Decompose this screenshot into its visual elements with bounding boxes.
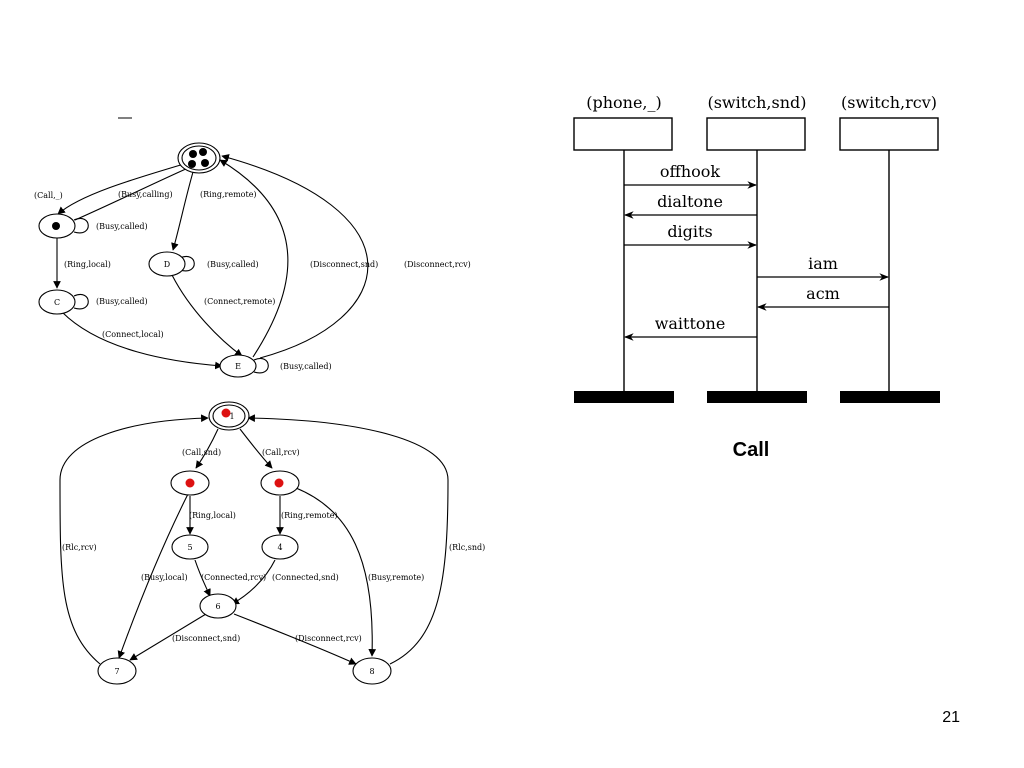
edge-disconnect-rcv	[233, 613, 357, 665]
instance-head-switch-rcv	[839, 117, 939, 151]
node-label-6: 6	[215, 602, 220, 611]
top-node-e	[219, 354, 257, 378]
edge-label: (Connect,remote)	[204, 297, 275, 306]
message-label-dialtone: dialtone	[657, 192, 723, 211]
instance-label-switch-snd: (switch,snd)	[707, 93, 806, 112]
edge-call-rcv	[239, 428, 273, 469]
edge-label: (Ring,local)	[189, 511, 236, 520]
message-label-digits: digits	[667, 222, 712, 241]
edge-label: (Busy,remote)	[368, 573, 424, 582]
node-label-e: E	[235, 362, 241, 371]
instance-head-switch-snd	[706, 117, 806, 151]
edge-label: (Rlc,snd)	[449, 543, 485, 552]
token	[201, 159, 209, 167]
edge-label: (Busy,calling)	[118, 190, 173, 199]
message-sequence-chart: (phone,_) (switch,snd) (switch,rcv) offh…	[573, 93, 940, 403]
node-label-1: 1	[229, 412, 234, 421]
message-label-waittone: waittone	[655, 314, 726, 333]
edge-label: (Busy,called)	[280, 362, 332, 371]
edge-busy-remote	[295, 487, 377, 657]
top-initial-node	[181, 145, 217, 171]
instance-end-switch-rcv	[840, 391, 940, 403]
red-token	[185, 478, 195, 488]
edge-busy-local	[117, 493, 189, 659]
edge-label: (Connect,local)	[102, 330, 164, 339]
red-token	[274, 478, 284, 488]
bottom-node-4	[261, 534, 299, 560]
node-label-5: 5	[187, 543, 192, 552]
message-label-iam: iam	[808, 254, 838, 273]
edge-label: (Connected,snd)	[272, 573, 339, 582]
edge-label: (Ring,local)	[64, 260, 111, 269]
edge-busy-calling	[74, 167, 189, 221]
instance-label-switch-rcv: (switch,rcv)	[841, 93, 937, 112]
diagram-caption: Call	[733, 439, 770, 461]
edge-call-snd	[195, 428, 219, 469]
loop-busy-called-1	[73, 217, 89, 234]
edge-disconnect-snd	[219, 159, 289, 358]
edge-ring-remote	[171, 171, 194, 251]
instance-end-switch-snd	[707, 391, 807, 403]
bottom-node-7	[97, 657, 137, 685]
edge-label: (Ring,remote)	[281, 511, 338, 520]
message-label-acm: acm	[806, 284, 840, 303]
token	[199, 148, 207, 156]
top-node-c	[38, 289, 76, 315]
edge-connect-local	[61, 311, 223, 370]
edge-label: (Call,rcv)	[262, 448, 300, 457]
instance-head-phone	[573, 117, 673, 151]
edge-call	[57, 163, 185, 215]
instance-end-phone	[574, 391, 674, 403]
token	[52, 222, 60, 230]
edge-label: (Busy,called)	[207, 260, 259, 269]
node-label-8: 8	[369, 667, 374, 676]
edge-rlc-rcv	[59, 414, 209, 665]
node-label-c: C	[54, 298, 60, 307]
top-node-d	[148, 251, 186, 277]
bottom-node-6	[199, 593, 237, 619]
edge-connected-rcv	[194, 559, 211, 597]
edge-label: (Rlc,rcv)	[62, 543, 97, 552]
edge-disconnect-rcv	[221, 154, 369, 359]
edge-connected-snd	[231, 559, 276, 605]
loop-busy-called-3	[73, 293, 89, 310]
edge-label: (Call,snd)	[182, 448, 221, 457]
edge-label: (Disconnect,snd)	[310, 260, 378, 269]
edge-label: (Ring,remote)	[200, 190, 257, 199]
edge-disconnect-snd	[129, 613, 207, 661]
bottom-node-5	[171, 534, 209, 560]
edge-rlc-snd	[247, 414, 449, 665]
loop-busy-called-2	[179, 255, 195, 272]
node-label-7: 7	[114, 667, 119, 676]
edge-connect-remote	[171, 274, 243, 357]
red-token	[221, 408, 231, 418]
edge-label: (Connected,rcv)	[201, 573, 266, 582]
top-state-graph: D C E (Call,_) (Busy,calling) (Ring,remo…	[34, 117, 471, 378]
node-label-4: 4	[277, 543, 282, 552]
loop-busy-called-4	[253, 357, 269, 374]
token	[189, 150, 197, 158]
edge-label: (Disconnect,rcv)	[404, 260, 471, 269]
edge-label: (Busy,local)	[141, 573, 188, 582]
edge-label: (Busy,called)	[96, 297, 148, 306]
page-number: 21	[942, 709, 960, 726]
edge-label: (Disconnect,snd)	[172, 634, 240, 643]
instance-label-phone: (phone,_)	[586, 93, 662, 112]
edge-label: (Disconnect,rcv)	[295, 634, 362, 643]
edge-label: (Call,_)	[34, 191, 63, 200]
message-label-offhook: offhook	[660, 162, 721, 181]
node-label-d: D	[164, 260, 170, 269]
bottom-node-8	[352, 657, 392, 685]
token	[188, 160, 196, 168]
bottom-state-graph: 1 5 4 6 7 8 (Call,snd) (Call,rcv) (Ring,…	[59, 401, 485, 685]
edge-label: (Busy,called)	[96, 222, 148, 231]
